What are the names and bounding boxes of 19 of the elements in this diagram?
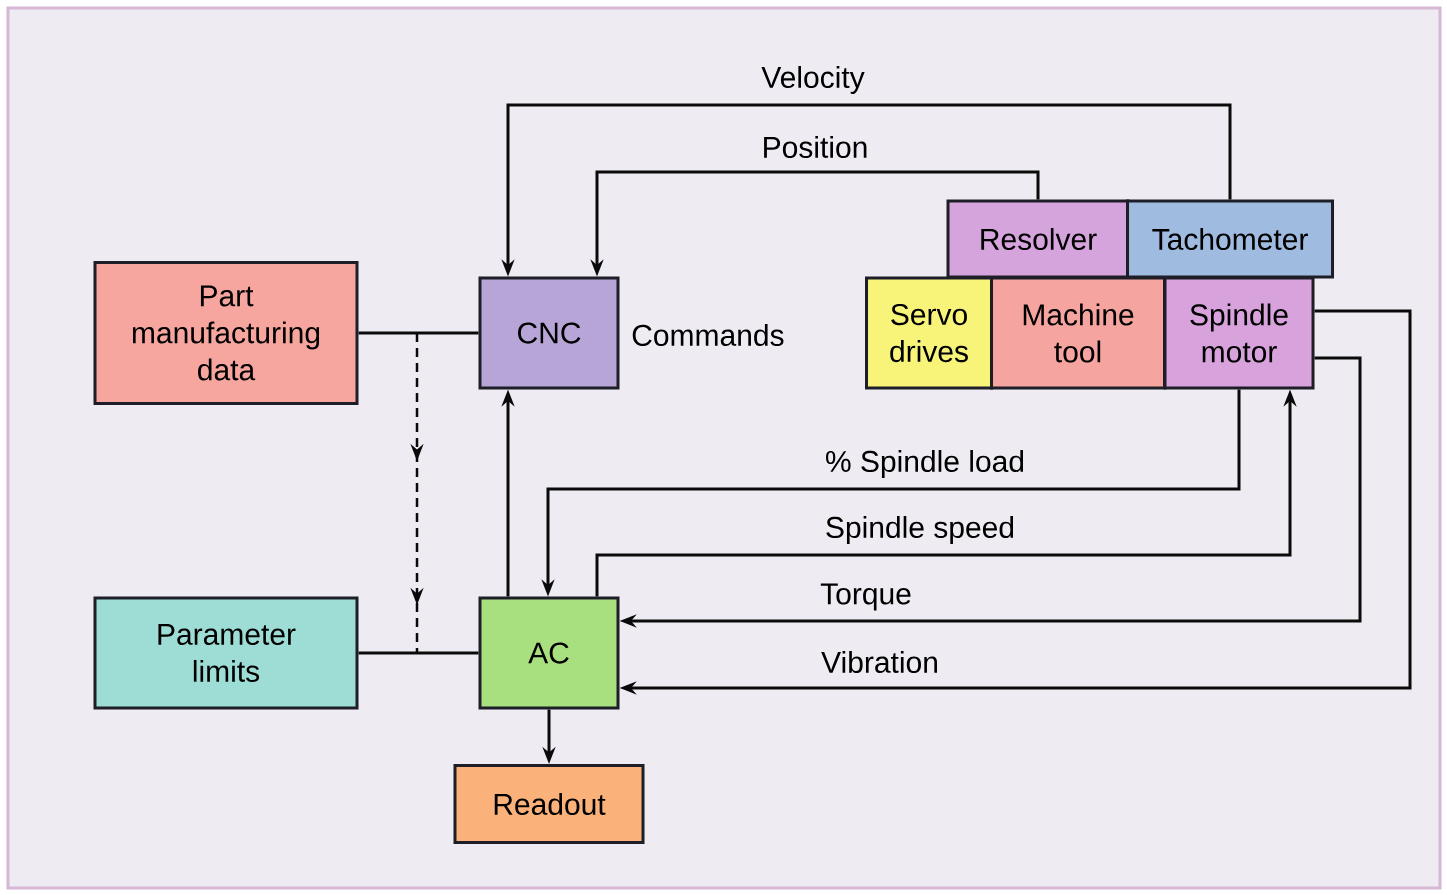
connector-line: [358, 651, 479, 655]
edge-label: Vibration: [821, 651, 937, 674]
process-box: Parameter limits: [93, 596, 359, 710]
edge-label: Torque: [820, 583, 911, 611]
connector-line: [358, 331, 479, 335]
edge-label: Velocity: [761, 66, 865, 94]
edge-label: % Spindle load: [826, 450, 1024, 478]
edge-label: Spindle speed: [826, 516, 1014, 544]
process-box: Machine tool: [990, 276, 1166, 390]
process-box: AC: [478, 596, 620, 710]
process-box: Spindle motor: [1163, 276, 1315, 390]
process-box: Tachometer: [1126, 199, 1334, 279]
edge-label: Position: [764, 136, 867, 159]
process-box: Readout: [453, 764, 645, 844]
process-box: CNC: [478, 276, 620, 390]
signal-label: Commands: [632, 324, 784, 347]
process-box: Resolver: [946, 199, 1130, 279]
process-box: Part manufacturing data: [93, 261, 359, 405]
process-box: Servo drives: [865, 276, 993, 390]
